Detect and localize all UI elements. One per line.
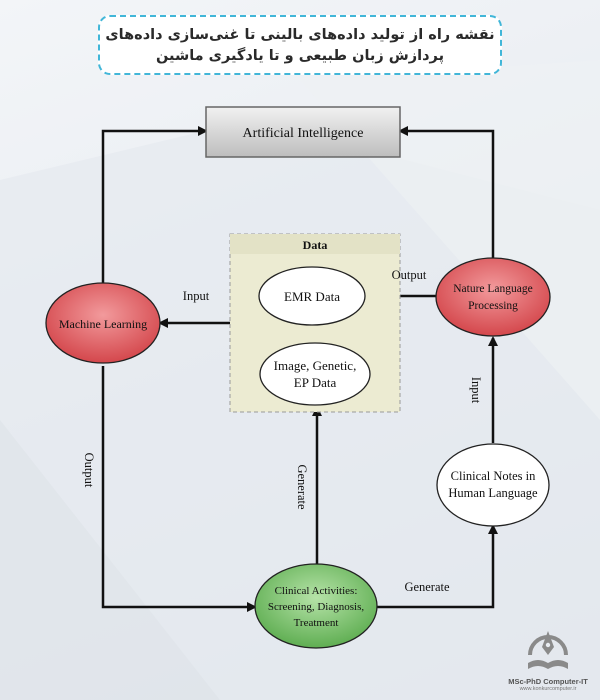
logo-url: www.konkurcomputer.ir — [519, 686, 577, 692]
notes-label-line2: Human Language — [448, 486, 538, 500]
ml-label: Machine Learning — [59, 317, 147, 331]
data-group-header — [230, 234, 400, 254]
edge-label-generate-data: Generate — [295, 464, 309, 510]
edge-label-generate-notes: Generate — [404, 580, 450, 594]
edge-label-input-ml: Input — [183, 289, 210, 303]
emr-node — [258, 266, 366, 326]
edge-nlp-to-ai — [398, 126, 495, 258]
title-banner: نقشه راه از تولید داده‌های بالینی تا غنی… — [98, 15, 502, 75]
clinical-notes-node — [436, 443, 550, 527]
edge-label-output-ml: Output — [82, 453, 96, 488]
image-label-line1: Image, Genetic, — [274, 358, 357, 373]
clinical-label-line3: Treatment — [294, 617, 339, 629]
clinical-activities-node — [254, 563, 378, 649]
notes-label-line1: Clinical Notes in — [451, 469, 536, 483]
pen-book-icon — [528, 631, 568, 669]
edge-label-input-nlp: Input — [469, 377, 483, 404]
ml-node — [45, 282, 161, 364]
edge-label-output-nlp: Output — [392, 268, 427, 282]
clinical-label-line2: Screening, Diagnosis, — [268, 601, 364, 613]
nlp-label-line2: Processing — [468, 300, 518, 312]
ai-label: Artificial Intelligence — [243, 126, 364, 141]
nlp-node — [435, 257, 551, 337]
data-group-title: Data — [303, 238, 328, 252]
clinical-label-line1: Clinical Activities: — [275, 585, 358, 597]
edge-clinical-to-notes — [377, 524, 498, 609]
image-genetic-node — [259, 342, 371, 406]
edge-ml-to-ai — [101, 126, 208, 284]
title-line-2: پردازش زبان طبیعی و تا یادگیری ماشین — [155, 48, 445, 64]
nlp-label-line1: Nature Language — [453, 283, 533, 295]
image-label-line2: EP Data — [294, 375, 337, 390]
edge-ml-to-clinical — [101, 366, 257, 612]
title-line-1: نقشه راه از تولید داده‌های بالینی تا غنی… — [105, 27, 495, 43]
logo-title: MSc-PhD Computer-IT — [508, 677, 588, 686]
connectors — [101, 126, 498, 612]
ai-box — [205, 106, 401, 158]
konkur-logo: MSc-PhD Computer-IT www.konkurcomputer.i… — [508, 625, 588, 692]
emr-label: EMR Data — [284, 289, 340, 304]
